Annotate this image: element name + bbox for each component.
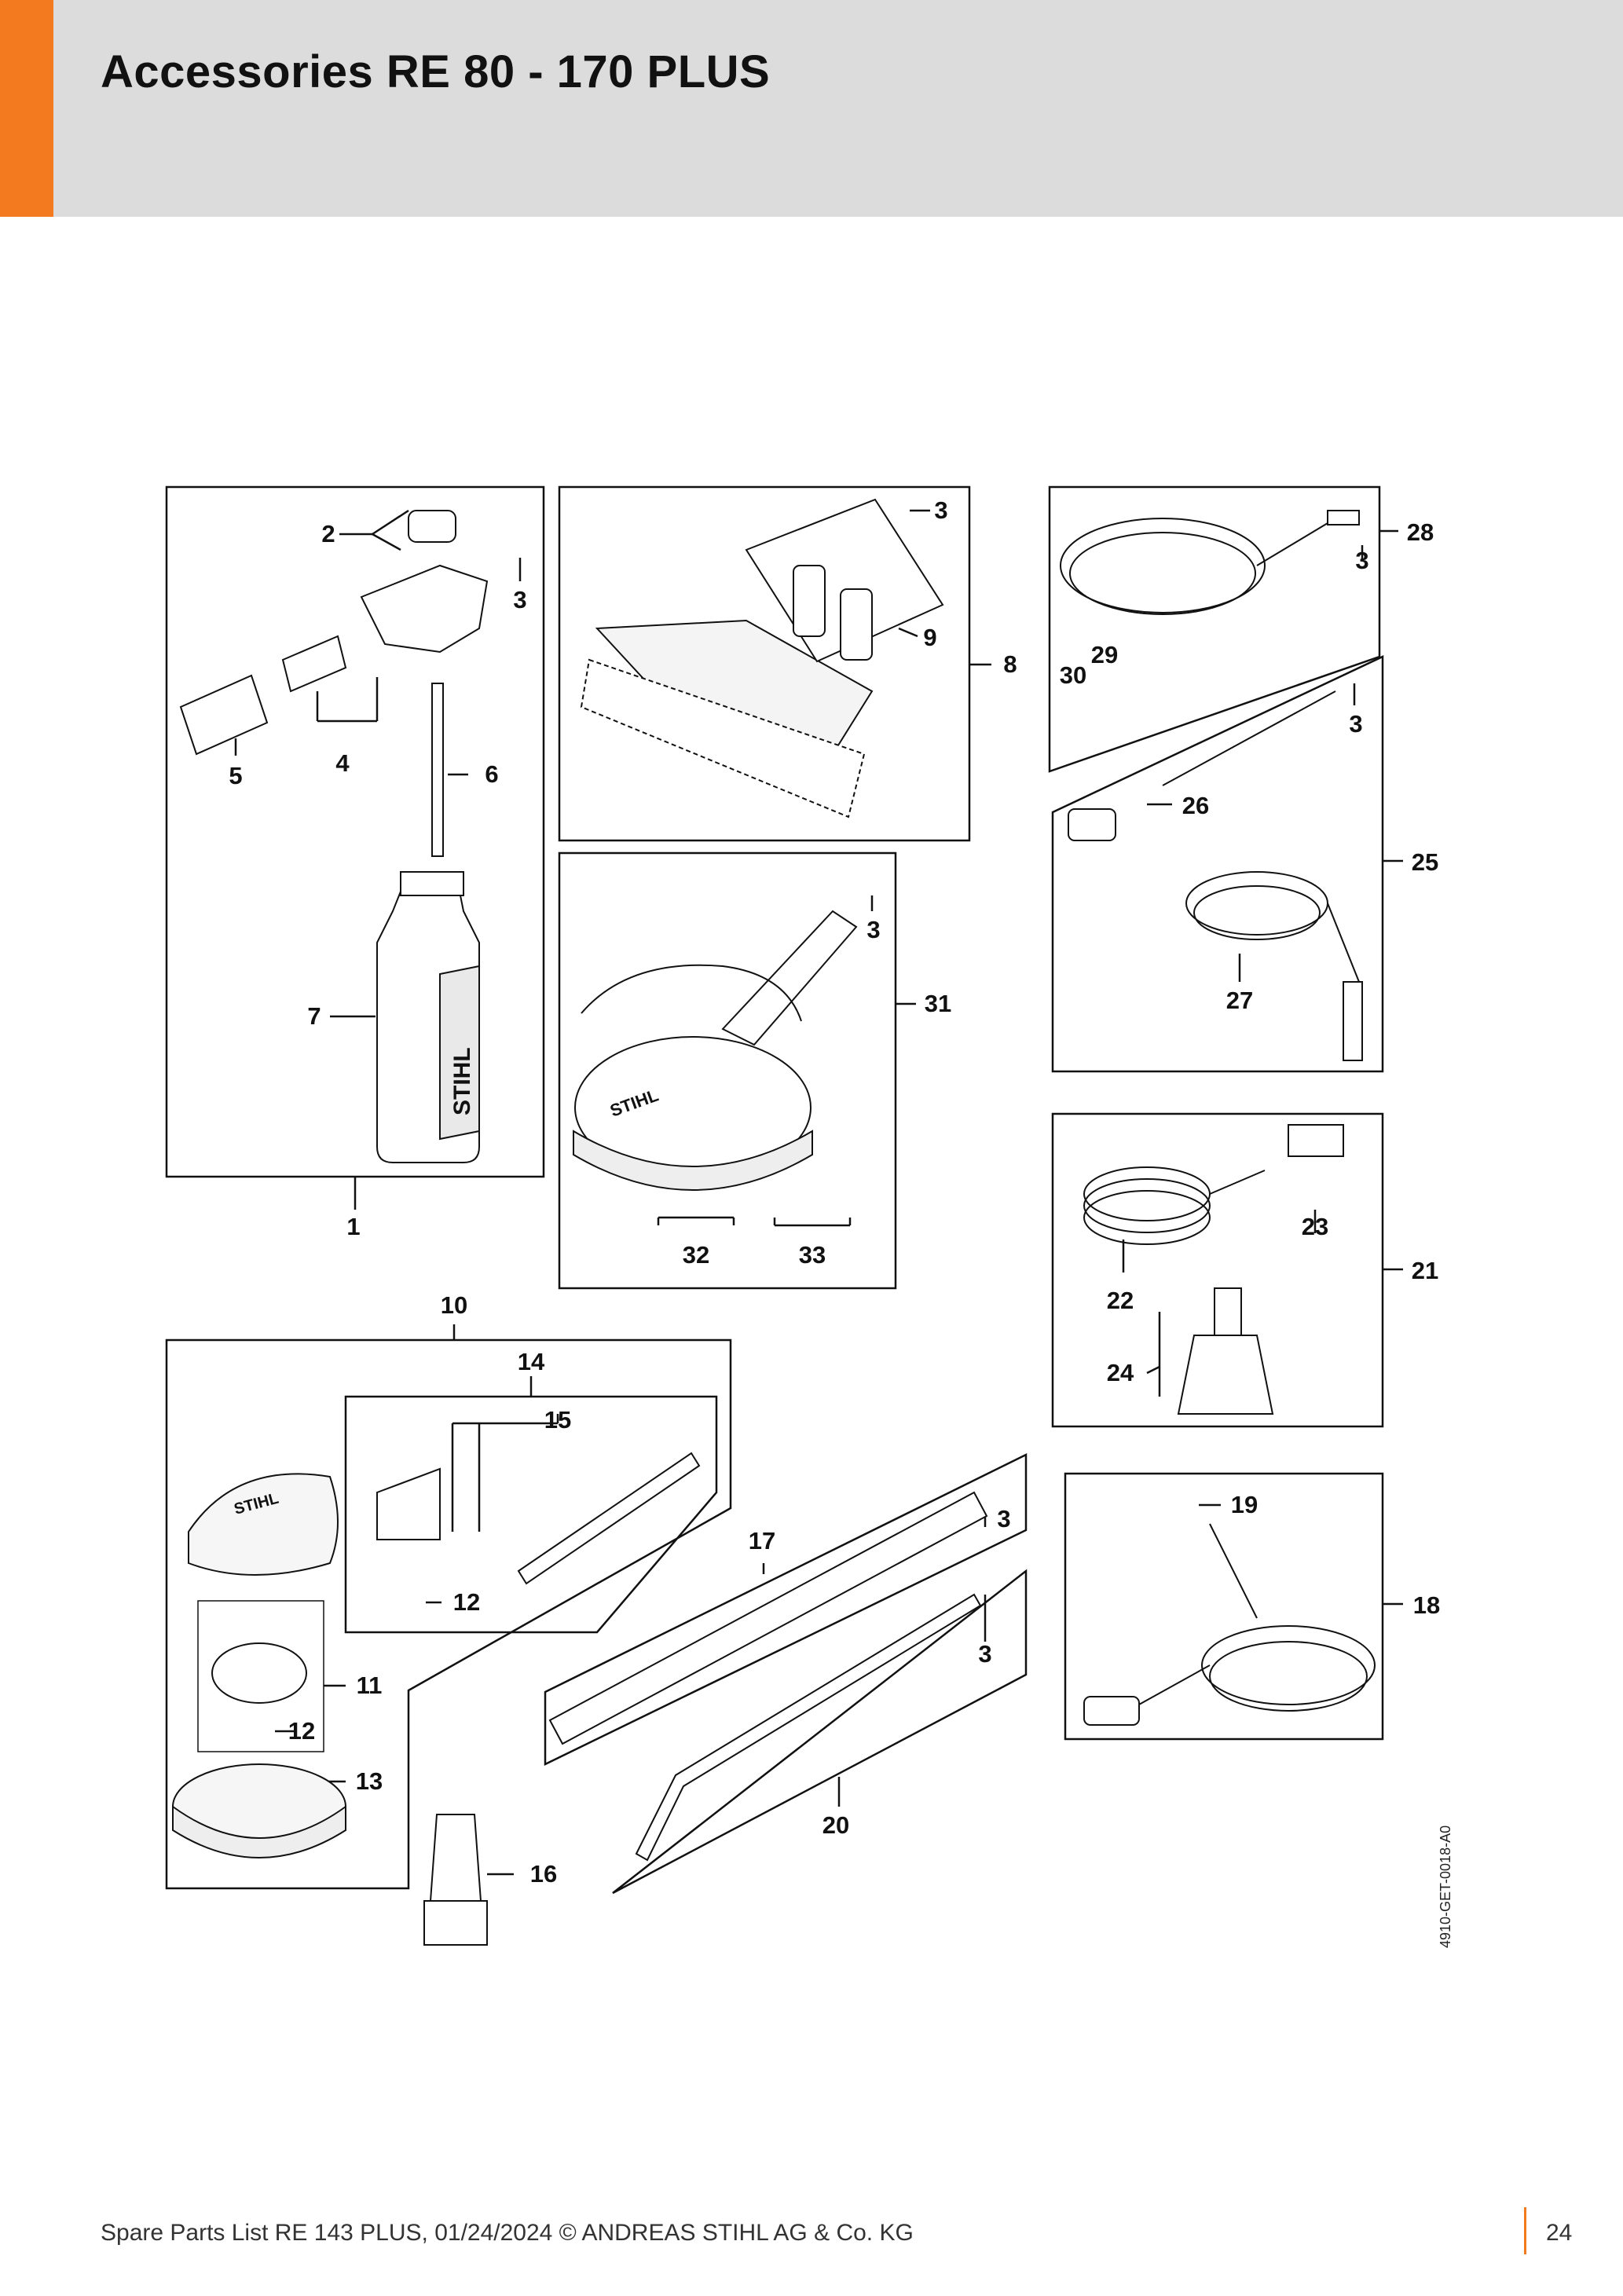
page-header: Accessories RE 80 - 170 PLUS — [0, 0, 1623, 217]
callout-22: 22 — [1107, 1287, 1134, 1314]
callout-27: 27 — [1226, 987, 1253, 1014]
surface-cleaner-handle — [721, 910, 858, 1046]
drain-hose-coil — [1060, 518, 1266, 613]
callout-3-surface: 3 — [866, 916, 880, 943]
suction-hose-coil — [1083, 1166, 1211, 1221]
callout-25: 25 — [1412, 848, 1438, 876]
header-accent-bar — [0, 0, 53, 217]
page-number: 24 — [1546, 2220, 1573, 2246]
brush-gearbox — [211, 1642, 307, 1704]
callout-1: 1 — [346, 1213, 360, 1240]
callout-30: 30 — [1060, 661, 1086, 689]
extension-hose-coil — [1201, 1625, 1376, 1705]
callout-3-lance: 3 — [997, 1505, 1010, 1532]
spray-lance — [548, 1491, 988, 1745]
surface-cleaner-grip — [581, 964, 802, 1022]
bottle-neck — [400, 871, 464, 896]
pipe-cleaning-nozzle — [1068, 808, 1116, 841]
callout-4: 4 — [335, 749, 350, 777]
callout-3-brush: 3 — [934, 496, 947, 524]
angled-lance-joint — [376, 1467, 441, 1540]
callout-20: 20 — [822, 1811, 849, 1839]
extension-hose-coupling — [1083, 1696, 1140, 1726]
suction-hose-connector — [1288, 1124, 1344, 1157]
callout-9: 9 — [923, 624, 936, 651]
callout-32: 32 — [683, 1241, 709, 1269]
callout-5: 5 — [229, 762, 242, 789]
bottle-logo: STIHL — [449, 1047, 475, 1115]
group-box-rotary-brush-set — [165, 1338, 732, 1890]
brush-adapter — [429, 1814, 482, 1902]
adapter-b — [840, 588, 873, 661]
callout-3-pipe: 3 — [1349, 710, 1362, 738]
callout-17: 17 — [749, 1527, 775, 1554]
callout-21: 21 — [1412, 1257, 1438, 1284]
callout-31: 31 — [925, 990, 951, 1017]
suction-filter — [1177, 1335, 1274, 1415]
callout-3-underbody: 3 — [978, 1640, 991, 1668]
callout-8: 8 — [1003, 650, 1017, 678]
group-box-drain-hose — [1048, 485, 1381, 773]
part-drawings — [172, 498, 1376, 1946]
group-box-foam-nozzle — [165, 485, 545, 1178]
page-title: Accessories RE 80 - 170 PLUS — [101, 46, 771, 97]
adapter-a — [793, 565, 826, 637]
callout-6: 6 — [485, 760, 498, 788]
callout-3-drain: 3 — [1355, 547, 1368, 574]
foam-nozzle-head — [360, 564, 489, 654]
callout-19: 19 — [1231, 1491, 1258, 1518]
footer-divider — [1524, 2207, 1526, 2254]
footer-copyright: Spare Parts List RE 143 PLUS, 01/24/2024… — [101, 2220, 914, 2246]
callout-26: 26 — [1182, 792, 1209, 819]
suction-tube — [431, 683, 444, 857]
pipe-cleaning-hose-coil — [1185, 871, 1328, 936]
group-box-angled-lance — [344, 1395, 718, 1634]
callout-18: 18 — [1413, 1591, 1440, 1619]
brush-adapter-nut — [423, 1900, 488, 1946]
callout-24: 24 — [1107, 1359, 1134, 1386]
callout-28: 28 — [1407, 518, 1434, 546]
group-box-underbody-lance — [612, 1569, 1028, 1895]
callout-15: 15 — [544, 1406, 571, 1434]
leader-lines — [234, 509, 1403, 1876]
callout-29: 29 — [1091, 641, 1118, 668]
filter-stem — [1214, 1287, 1242, 1336]
adjusting-knob — [408, 510, 456, 543]
group-box-spray-lance — [544, 1452, 1028, 1766]
callout-33: 33 — [799, 1241, 826, 1269]
surface-cleaner-bristles — [573, 1130, 813, 1191]
callout-labels: 1 2 3 4 5 6 7 8 9 10 11 12 12 13 14 15 1… — [229, 496, 1440, 1888]
callout-23: 23 — [1302, 1213, 1328, 1240]
brush-cover — [188, 1473, 339, 1576]
pipe-cleaning-end — [1343, 981, 1363, 1061]
callout-14: 14 — [518, 1348, 545, 1375]
brush-bristles — [580, 658, 866, 818]
callout-12-brush: 12 — [288, 1717, 315, 1745]
nozzle-adapter — [281, 635, 347, 693]
group-box-extension-hose — [1064, 1472, 1384, 1741]
callout-7: 7 — [307, 1002, 321, 1030]
angled-lance-tube — [517, 1452, 701, 1585]
callout-2: 2 — [321, 520, 335, 547]
bottle-grip — [439, 965, 480, 1141]
flat-jet-nozzle — [179, 674, 269, 756]
group-box-brush-head — [197, 1600, 324, 1752]
callout-16: 16 — [530, 1860, 557, 1888]
drawing-code: 4910-GET-0018-A0 — [1438, 1825, 1453, 1948]
underbody-lance — [635, 1593, 982, 1862]
callout-11: 11 — [357, 1672, 383, 1699]
drain-hose-fitting — [1327, 510, 1360, 525]
group-box-pipe-cleaning-hose — [1051, 655, 1384, 1073]
callout-3-foam: 3 — [513, 586, 526, 613]
callout-12-lance: 12 — [453, 1588, 480, 1616]
callout-13: 13 — [356, 1767, 383, 1795]
group-box-surface-cleaner — [558, 851, 897, 1290]
callout-10: 10 — [441, 1291, 467, 1319]
